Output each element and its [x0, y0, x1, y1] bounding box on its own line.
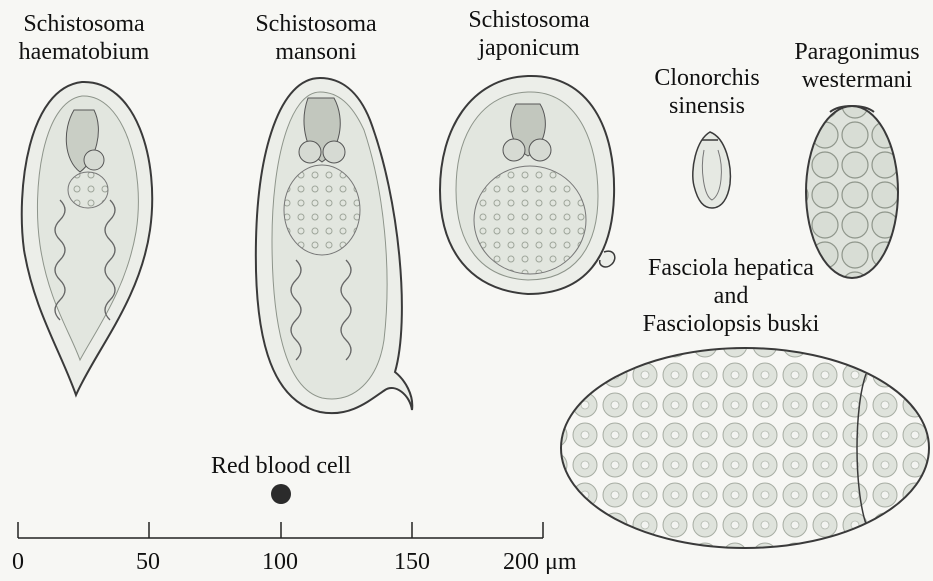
scale-bar: [18, 522, 543, 538]
schistosoma-japonicum-egg: [440, 76, 615, 294]
red-blood-cell-dot: [271, 484, 291, 504]
scale-tick-150: 150: [394, 548, 430, 576]
scale-tick-0: 0: [12, 548, 24, 576]
schistosoma-haematobium-egg: [22, 82, 152, 395]
scale-unit: μm: [545, 549, 577, 575]
fasciola-fasciolopsis-egg: [561, 348, 929, 548]
paragonimus-westermani-egg: [806, 106, 898, 278]
scale-tick-50: 50: [136, 548, 160, 576]
scale-tick-200-value: 200: [503, 549, 539, 575]
scale-tick-200: 200 μm: [503, 548, 577, 576]
clonorchis-sinensis-egg: [693, 132, 731, 208]
schistosoma-mansoni-egg: [256, 78, 412, 413]
scale-tick-100: 100: [262, 548, 298, 576]
